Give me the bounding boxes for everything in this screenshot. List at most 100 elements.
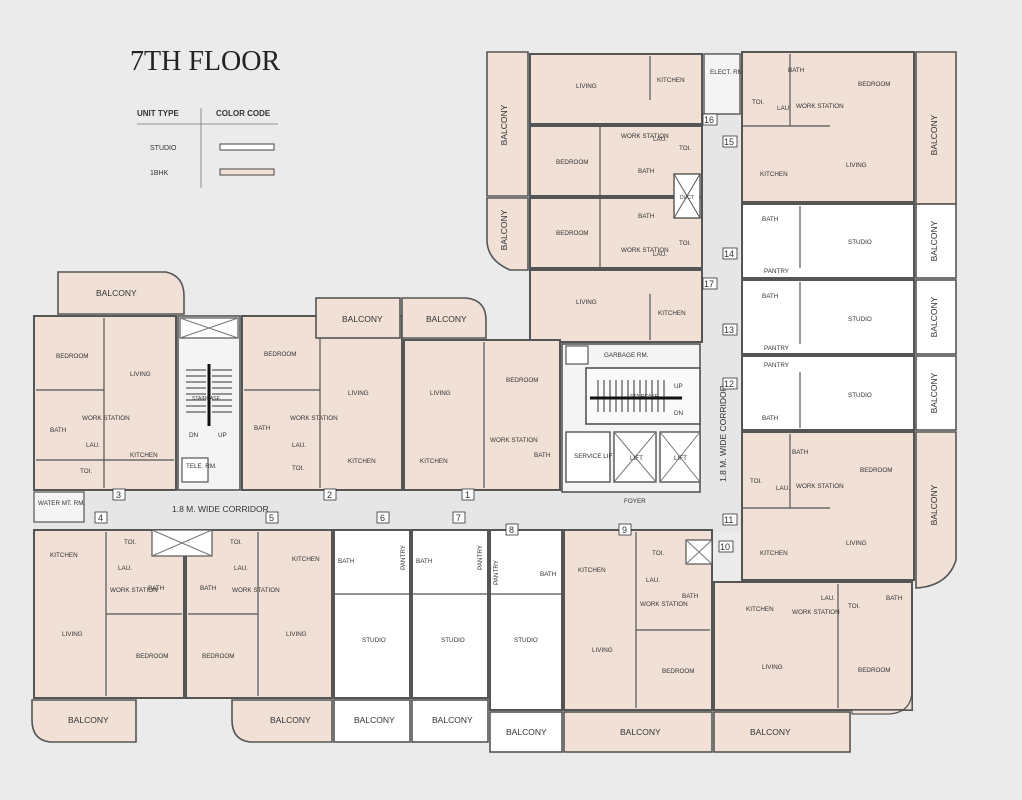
room-bedroom: BEDROOM (858, 81, 891, 88)
room-studio: STUDIO (848, 316, 872, 323)
unit-number-6: 6 (380, 513, 385, 523)
room-kitchen: KITCHEN (348, 458, 376, 465)
balcony-label-c: BALCONY (929, 114, 939, 155)
room-bath: BATH (200, 585, 217, 592)
room-kitchen: KITCHEN (578, 567, 606, 574)
unit-number-16: 16 (704, 115, 714, 125)
room-pantry: PANTRY (477, 544, 484, 570)
legend-studio-label: STUDIO (150, 145, 177, 152)
legend-unit-type-header: UNIT TYPE (137, 109, 179, 118)
room-kitchen: KITCHEN (658, 310, 686, 317)
balcony-label-i: BALCONY (342, 314, 383, 324)
room-work-station: WORK STATION (110, 587, 158, 594)
legend: UNIT TYPE COLOR CODE STUDIO 1BHK (137, 108, 278, 188)
room-lau: LAU. (776, 485, 790, 492)
room-living: LIVING (592, 647, 613, 654)
elect-room-label: ELECT. RM. (710, 69, 745, 76)
balcony-label-m: BALCONY (354, 715, 395, 725)
unit-number-12: 12 (724, 379, 734, 389)
room-work-station: WORK STATION (490, 437, 538, 444)
unit-number-15: 15 (724, 137, 734, 147)
room-living: LIVING (846, 162, 867, 169)
room-lau: LAU. (86, 442, 100, 449)
unit-number-4: 4 (98, 513, 103, 523)
unit-number-17: 17 (704, 279, 714, 289)
room-kitchen: KITCHEN (292, 556, 320, 563)
room-work-station: WORK STATION (792, 609, 840, 616)
room-kitchen: KITCHEN (50, 552, 78, 559)
staircase-right-label: STAIRCASE (630, 394, 659, 400)
room-living: LIVING (576, 83, 597, 90)
room-bedroom: BEDROOM (506, 377, 539, 384)
room-lau: LAU. (777, 105, 791, 112)
room-kitchen: KITCHEN (657, 77, 685, 84)
room-work-station: WORK STATION (621, 247, 669, 254)
balcony-label-j: BALCONY (426, 314, 467, 324)
balcony-label-n: BALCONY (432, 715, 473, 725)
room-lau: LAU. (653, 251, 667, 258)
room-bedroom: BEDROOM (136, 653, 169, 660)
vertical-corridor-label: 1.8 M. WIDE CORRIDOR (718, 385, 728, 482)
room-pantry: PANTRY (764, 345, 790, 352)
room-kitchen: KITCHEN (746, 606, 774, 613)
room-bath: BATH (638, 168, 655, 175)
legend-studio-swatch (219, 143, 275, 151)
room-bath: BATH (338, 558, 355, 565)
unit-number-7: 7 (456, 513, 461, 523)
stair-up-right: UP (674, 383, 683, 390)
room-pantry: PANTRY (493, 559, 500, 585)
room-bath: BATH (254, 425, 271, 432)
unit-number-3: 3 (116, 490, 121, 500)
room-bath: BATH (762, 293, 779, 300)
legend-1bhk-swatch (219, 168, 275, 176)
room-bedroom: BEDROOM (264, 351, 297, 358)
stair-dn-right: DN (674, 410, 684, 417)
balcony-label-e: BALCONY (929, 296, 939, 337)
room-toi: TOI. (80, 468, 92, 475)
room-work-station: WORK STATION (621, 133, 669, 140)
room-pantry: PANTRY (764, 268, 790, 275)
unit-number-14: 14 (724, 249, 734, 259)
vertical-corridor (702, 52, 740, 532)
floor-title: 7TH FLOOR (130, 46, 280, 77)
staircase-left-label: STAIRCASE (192, 396, 221, 402)
room-toi: TOI. (848, 603, 860, 610)
stair-up-left: UP (218, 432, 227, 439)
room-work-station: WORK STATION (82, 415, 130, 422)
horizontal-corridor-label: 1.8 M. WIDE CORRIDOR (172, 504, 269, 514)
room-bath: BATH (792, 449, 809, 456)
room-living: LIVING (62, 631, 83, 638)
room-toi: TOI. (292, 465, 304, 472)
room-bedroom: BEDROOM (202, 653, 235, 660)
room-studio: STUDIO (514, 637, 538, 644)
balcony-label-h: BALCONY (96, 288, 137, 298)
room-lau: LAU. (234, 565, 248, 572)
room-bedroom: BEDROOM (662, 668, 695, 675)
room-studio: STUDIO (848, 239, 872, 246)
room-bath: BATH (788, 67, 805, 74)
room-toi: TOI. (750, 478, 762, 485)
room-lau: LAU. (118, 565, 132, 572)
room-work-station: WORK STATION (796, 483, 844, 490)
room-studio: STUDIO (848, 392, 872, 399)
unit-number-2: 2 (327, 490, 332, 500)
room-toi: TOI. (752, 99, 764, 106)
stair-dn-left: DN (189, 432, 199, 439)
room-bath: BATH (682, 593, 699, 600)
unit-number-11: 11 (724, 515, 733, 525)
service-lift-label: SERVICE LIFT (574, 453, 616, 460)
room-bath: BATH (148, 585, 165, 592)
room-living: LIVING (348, 390, 369, 397)
room-kitchen: KITCHEN (760, 171, 788, 178)
room-toi: TOI. (652, 550, 664, 557)
room-bath: BATH (540, 571, 557, 578)
room-work-station: WORK STATION (796, 103, 844, 110)
lift-label-b: LIFT (674, 455, 687, 462)
unit-number-13: 13 (724, 325, 734, 335)
room-living: LIVING (130, 371, 151, 378)
unit-number-1: 1 (465, 490, 470, 500)
room-work-station: WORK STATION (640, 601, 688, 608)
legend-1bhk-label: 1BHK (150, 170, 169, 177)
room-lau: LAU. (646, 577, 660, 584)
